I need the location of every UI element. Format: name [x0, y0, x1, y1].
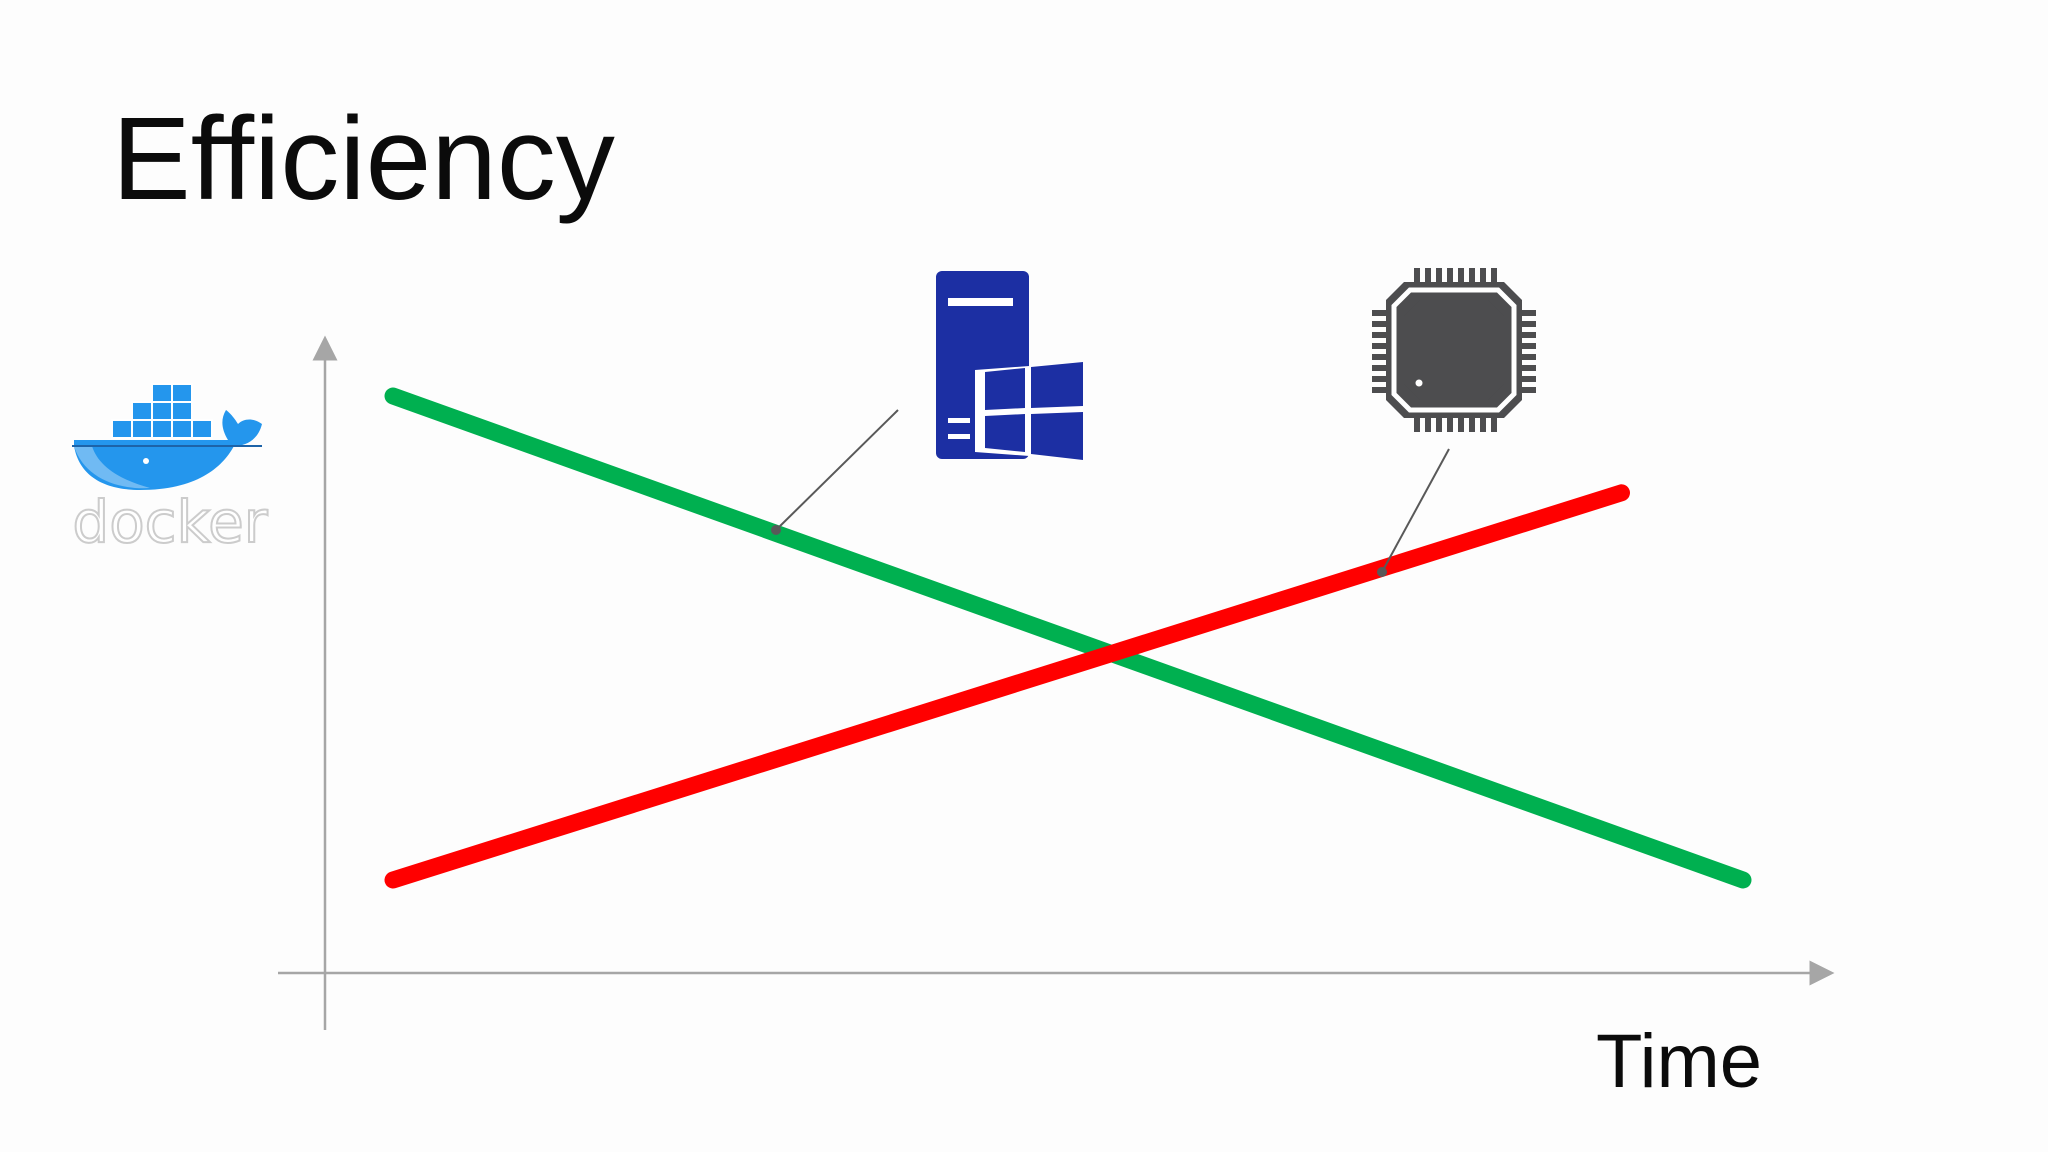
x-axis-label: Time — [1596, 1019, 1763, 1104]
chip-leader-dot — [1377, 567, 1387, 577]
windows-server-icon — [936, 271, 1083, 460]
chip-pin — [1480, 268, 1486, 282]
chip-pin — [1372, 332, 1386, 338]
chip-pin — [1372, 321, 1386, 327]
chip-pin — [1522, 365, 1536, 371]
chip-pin — [1447, 418, 1453, 432]
chip-pin — [1458, 268, 1464, 282]
cpu-chip-icon — [1372, 268, 1536, 432]
docker-whale-icon — [72, 383, 262, 490]
chip-pin — [1372, 387, 1386, 393]
chip-pin — [1480, 418, 1486, 432]
chip-pin — [1522, 343, 1536, 349]
chip-pin — [1414, 418, 1420, 432]
chip-pin — [1522, 387, 1536, 393]
server-leader-dot — [771, 525, 781, 535]
chip-pin — [1425, 268, 1431, 282]
chip-pin — [1522, 376, 1536, 382]
chip-pin — [1491, 268, 1497, 282]
chip-pin — [1436, 268, 1442, 282]
chip-pin — [1522, 321, 1536, 327]
chip-pin — [1522, 310, 1536, 316]
chip-pin — [1491, 418, 1497, 432]
green-series-line — [384, 387, 1752, 889]
chip-pin — [1522, 354, 1536, 360]
chip-pin — [1372, 310, 1386, 316]
chip-pin — [1372, 365, 1386, 371]
chip-pin — [1458, 418, 1464, 432]
chip-pin — [1372, 376, 1386, 382]
docker-wordmark: docker — [72, 488, 267, 556]
chip-pin — [1425, 418, 1431, 432]
chip-pin — [1436, 418, 1442, 432]
chip-pin — [1372, 354, 1386, 360]
server-leader-line — [775, 409, 899, 531]
chip-pin — [1372, 343, 1386, 349]
slide-title: Efficiency — [112, 93, 615, 225]
chip-leader-line — [1381, 448, 1450, 573]
chip-pin — [1469, 268, 1475, 282]
chip-pin — [1447, 268, 1453, 282]
red-series-line — [384, 484, 1630, 889]
chip-pin — [1522, 332, 1536, 338]
chip-pin — [1469, 418, 1475, 432]
chip-pin — [1414, 268, 1420, 282]
